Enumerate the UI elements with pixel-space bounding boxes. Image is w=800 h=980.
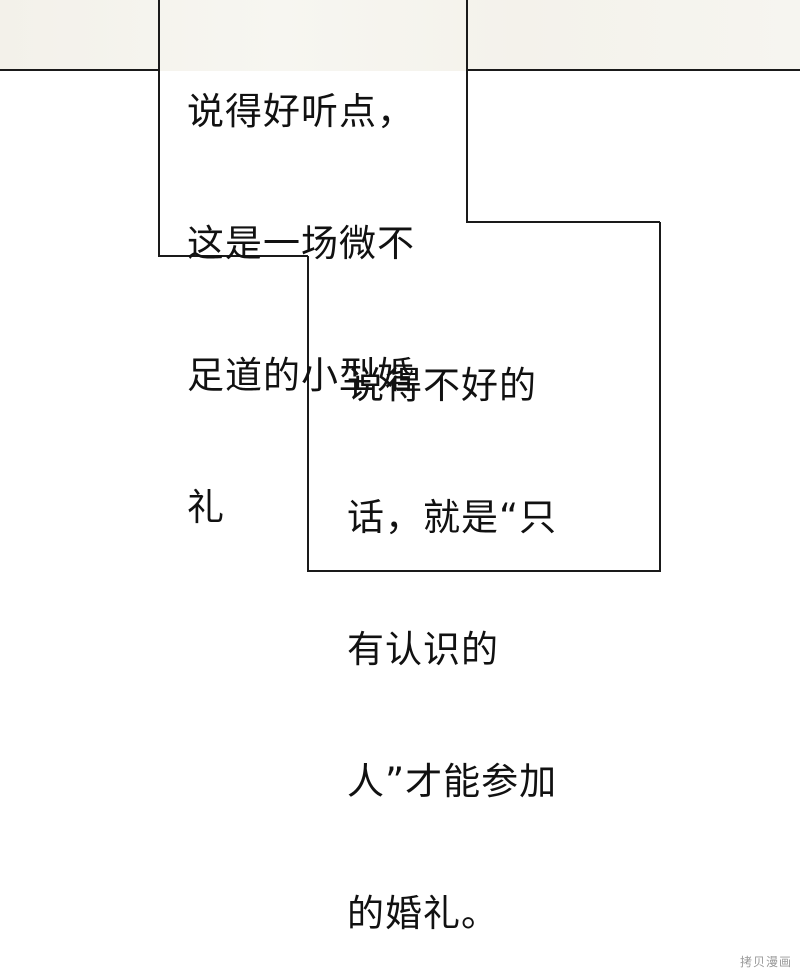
caption-2-line: 人”才能参加 <box>347 760 558 803</box>
panel-border-right <box>467 69 800 71</box>
caption-box-1: 说得好听点， 这是一场微不 足道的小型婚 礼 <box>187 2 415 574</box>
panel-border-left <box>0 69 159 71</box>
watermark-text: 拷贝漫画 <box>739 955 792 969</box>
caption-2-line: 话，就是“只 <box>347 496 558 539</box>
caption-1-line: 礼 <box>187 486 225 529</box>
caption-box-2: 说得不好的 话，就是“只 有认识的 人”才能参加 的婚礼。 <box>347 276 557 980</box>
caption-1-line: 说得好听点， <box>187 90 415 133</box>
caption-2-line: 说得不好的 <box>347 364 537 407</box>
caption-1-line: 这是一场微不 <box>187 222 415 265</box>
caption-1-line: 足道的小型婚 <box>187 354 415 397</box>
caption-2-line: 的婚礼。 <box>347 892 499 935</box>
caption-2-line: 有认识的 <box>347 628 499 671</box>
